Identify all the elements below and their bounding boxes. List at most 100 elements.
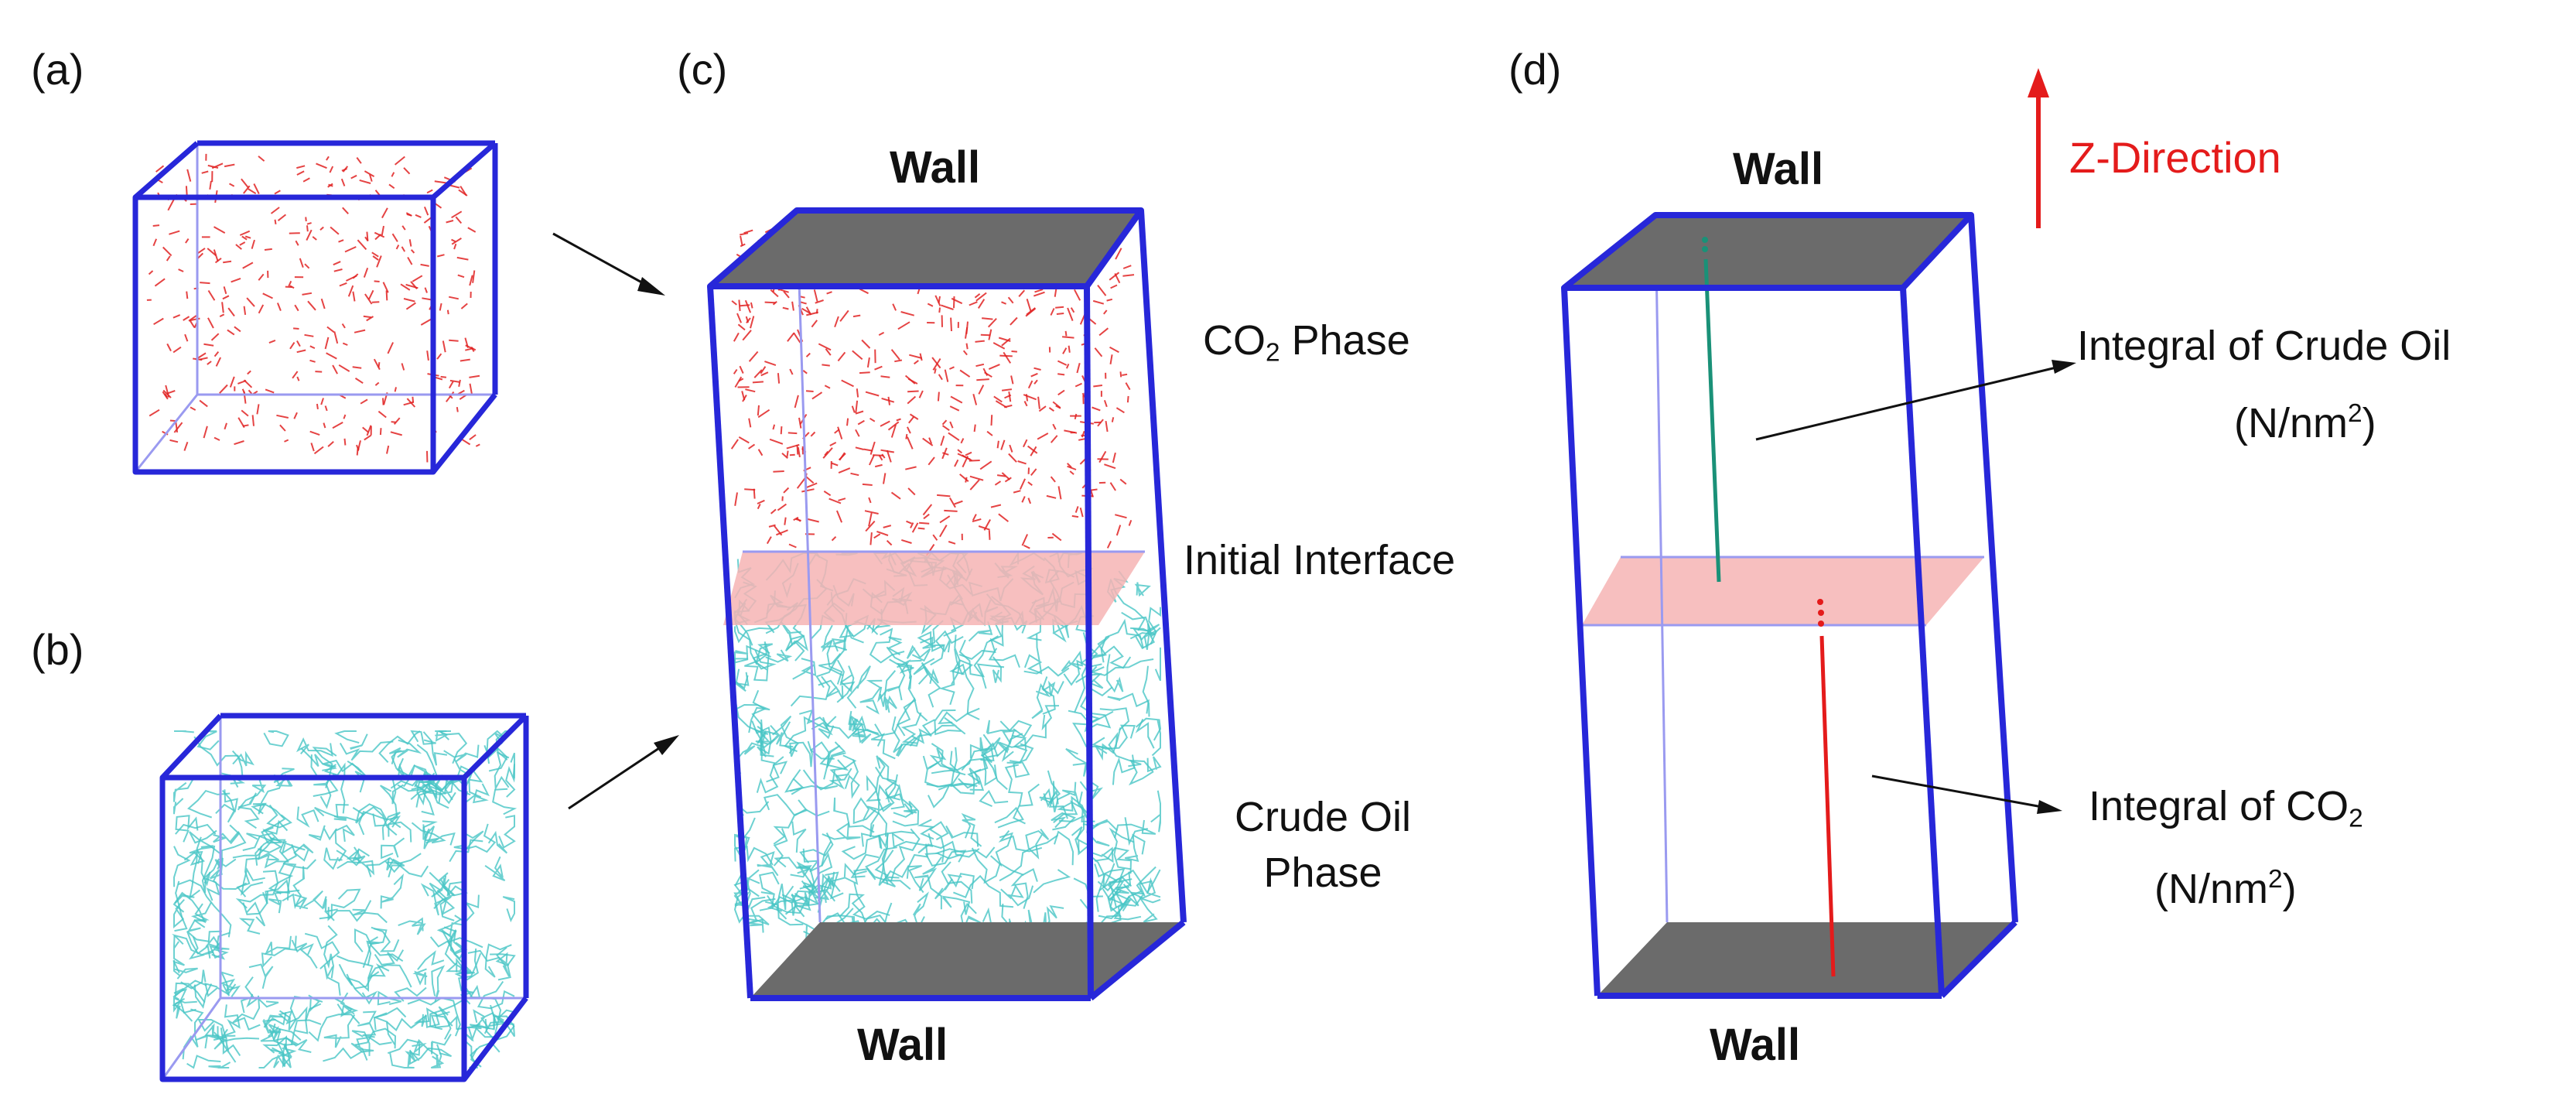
- molecule-chain: [999, 724, 1047, 748]
- molecule-stroke: [948, 432, 960, 441]
- molecule-stroke: [1008, 391, 1012, 402]
- molecule-stroke: [436, 353, 442, 360]
- molecule-stroke: [1033, 291, 1045, 297]
- molecule-stroke: [394, 387, 397, 392]
- molecule-stroke: [811, 391, 823, 400]
- molecule-stroke: [906, 426, 911, 434]
- molecule-chain: [391, 739, 422, 764]
- molecule-chain: [410, 730, 436, 745]
- molecule-chain: [384, 853, 422, 874]
- molecule-stroke: [787, 332, 795, 342]
- molecule-chain: [257, 852, 289, 869]
- wall-label-d-bottom: Wall: [1710, 1020, 1801, 1070]
- molecule-chain: [428, 774, 463, 798]
- molecule-stroke: [369, 174, 373, 182]
- molecule-chain: [971, 847, 1024, 884]
- molecule-stroke: [448, 296, 460, 300]
- molecule-stroke: [166, 343, 172, 352]
- molecule-stroke: [374, 381, 380, 386]
- molecule-stroke: [796, 518, 801, 522]
- molecule-stroke: [948, 541, 956, 545]
- molecule-stroke: [802, 370, 808, 374]
- molecule-stroke: [276, 303, 282, 311]
- molecule-chain: [763, 794, 808, 816]
- molecule-chain: [431, 1034, 452, 1055]
- molecule-stroke: [731, 300, 737, 306]
- molecule-stroke: [883, 525, 892, 528]
- molecule-chain: [262, 1018, 282, 1034]
- molecule-stroke: [456, 256, 469, 261]
- molecule-chain: [174, 880, 188, 932]
- molecule-stroke: [949, 405, 960, 412]
- integral-co2-label: Integral of CO2: [2089, 783, 2363, 833]
- wall-top-c: [710, 210, 1141, 286]
- molecule-chain: [505, 764, 516, 798]
- molecule-chain: [430, 1044, 445, 1068]
- molecule-chain: [877, 830, 915, 849]
- molecule-chain: [205, 930, 223, 949]
- molecule-chain: [462, 1023, 498, 1042]
- molecule-chain: [196, 849, 211, 887]
- molecule-chain: [799, 709, 830, 727]
- molecule-stroke: [760, 371, 769, 377]
- molecule-stroke: [333, 331, 339, 344]
- molecule-stroke: [1067, 465, 1077, 470]
- molecule-chain: [492, 788, 518, 815]
- molecule-stroke: [406, 213, 412, 217]
- molecule-stroke: [786, 450, 789, 457]
- molecule-stroke: [993, 395, 1003, 403]
- molecule-stroke: [986, 430, 993, 436]
- molecule-stroke: [381, 207, 388, 219]
- molecule-chain: [832, 627, 849, 652]
- molecule-stroke: [410, 249, 415, 254]
- arrow-to-crude-oil-label: [1755, 360, 2076, 441]
- molecule-stroke: [345, 275, 357, 282]
- molecule-stroke: [778, 288, 789, 293]
- molecule-stroke: [248, 389, 253, 395]
- molecule-stroke: [203, 343, 214, 347]
- molecule-stroke: [855, 429, 860, 437]
- molecule-stroke: [234, 326, 241, 333]
- molecule-stroke: [185, 238, 190, 244]
- molecule-chain: [213, 824, 241, 845]
- molecule-stroke: [828, 497, 842, 504]
- molecule-stroke: [186, 291, 189, 299]
- molecule-stroke: [965, 343, 969, 350]
- molecule-stroke: [1122, 274, 1135, 277]
- molecule-stroke: [793, 516, 799, 521]
- molecule-stroke: [1050, 435, 1058, 443]
- molecule-chain: [1023, 665, 1070, 677]
- molecule-chain: [429, 929, 464, 951]
- molecule-stroke: [316, 162, 327, 169]
- molecule-stroke: [815, 299, 824, 304]
- molecule-stroke: [976, 378, 989, 381]
- molecule-chain: [1041, 705, 1060, 731]
- molecule-stroke: [465, 344, 477, 351]
- molecule-stroke: [1126, 395, 1129, 403]
- molecule-stroke: [777, 503, 787, 511]
- molecule-stroke: [972, 518, 982, 523]
- molecule-stroke: [289, 342, 296, 350]
- molecule-stroke: [1037, 432, 1049, 440]
- oil-molecules-b: [172, 730, 518, 1069]
- molecule-chain: [917, 840, 980, 858]
- molecule-chain: [386, 857, 405, 878]
- molecule-chain: [1031, 682, 1051, 720]
- molecule-stroke: [148, 270, 154, 275]
- molecule-chain: [999, 834, 1058, 882]
- molecule-chain: [203, 858, 220, 901]
- molecule-stroke: [905, 466, 917, 470]
- molecule-stroke: [362, 426, 369, 433]
- molecule-stroke: [736, 313, 743, 323]
- molecule-stroke: [456, 406, 459, 412]
- molecule-stroke: [866, 357, 870, 368]
- molecule-stroke: [1074, 413, 1078, 420]
- molecule-stroke: [829, 442, 837, 446]
- molecule-stroke: [188, 315, 197, 322]
- molecule-stroke: [274, 219, 277, 225]
- molecule-stroke: [907, 487, 916, 496]
- molecule-stroke: [972, 393, 978, 405]
- molecule-chain: [323, 965, 341, 996]
- molecule-stroke: [928, 456, 935, 466]
- molecule-chain: [263, 1012, 287, 1028]
